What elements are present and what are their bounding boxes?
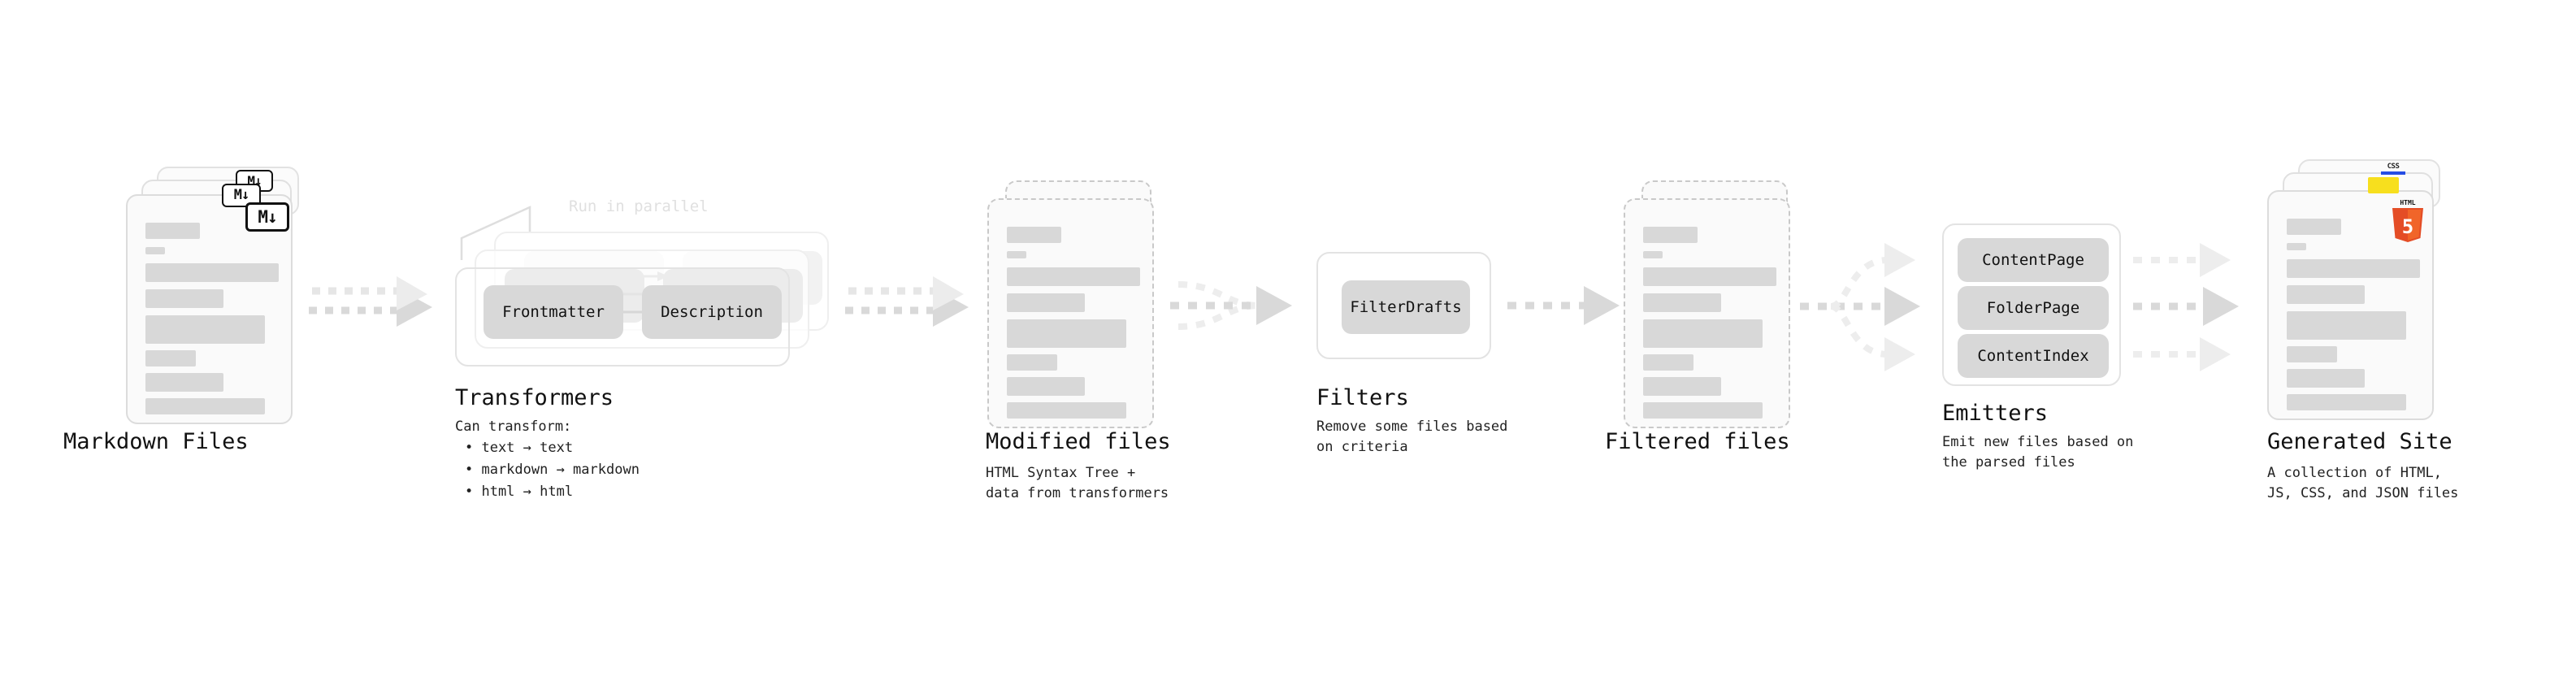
svg-text:5: 5 bbox=[2402, 215, 2413, 238]
doc-line bbox=[1643, 319, 1763, 348]
doc-line bbox=[1643, 293, 1721, 312]
filters-group: FilterDrafts bbox=[1316, 252, 1491, 359]
transformers-bullet-2: • html → html bbox=[465, 484, 574, 500]
doc-line bbox=[145, 398, 265, 414]
doc-line bbox=[1007, 267, 1140, 286]
connector-filters-to-filtered bbox=[1507, 286, 1620, 325]
transformers-bullet-0: • text → text bbox=[465, 440, 574, 456]
doc-line bbox=[1007, 227, 1061, 243]
markdown-files-stack: M↓ M↓ M↓ bbox=[126, 167, 301, 427]
transformers-subtitle: Can transform: bbox=[455, 419, 572, 435]
doc-line bbox=[2287, 311, 2406, 340]
doc-line bbox=[1007, 319, 1126, 348]
filtered-sheet-front bbox=[1624, 198, 1790, 428]
doc-line bbox=[145, 350, 196, 367]
generated-site-subtitle: A collection of HTML, JS, CSS, and JSON … bbox=[2267, 465, 2459, 501]
doc-line bbox=[1007, 377, 1085, 396]
markdown-icon-back-1: M↓ bbox=[222, 184, 261, 207]
doc-line bbox=[2287, 369, 2365, 388]
markdown-files-title: Markdown Files bbox=[63, 429, 249, 454]
markdown-icon: M↓ bbox=[245, 202, 289, 232]
modified-files-subtitle: HTML Syntax Tree + data from transformer… bbox=[986, 465, 1169, 501]
doc-line bbox=[145, 315, 265, 344]
modified-files-stack bbox=[987, 180, 1162, 440]
emitter-chip-folderpage[interactable]: FolderPage bbox=[1958, 286, 2109, 330]
connector-filtered-to-emitters bbox=[1800, 243, 1920, 371]
markdown-sheet-front bbox=[126, 194, 293, 424]
doc-line bbox=[1643, 354, 1693, 371]
transformers-title: Transformers bbox=[455, 385, 614, 410]
modified-files-title: Modified files bbox=[986, 429, 1171, 454]
doc-line bbox=[1643, 377, 1721, 396]
doc-line bbox=[1643, 402, 1763, 419]
doc-line bbox=[1643, 251, 1663, 258]
doc-line bbox=[1643, 267, 1776, 286]
transformers-stack: Frontmatter Description bbox=[455, 232, 829, 370]
connector-emitters-to-site bbox=[2133, 243, 2239, 371]
emitters-title: Emitters bbox=[1942, 401, 2049, 426]
generated-site-title: Generated Site bbox=[2267, 429, 2452, 454]
filters-subtitle: Remove some files based on criteria bbox=[1316, 419, 1508, 455]
doc-line bbox=[145, 373, 223, 392]
css-icon-bar bbox=[2381, 171, 2405, 175]
doc-line bbox=[145, 223, 200, 239]
generated-site-stack: CSS HTML 5 bbox=[2267, 159, 2442, 427]
filtered-files-stack bbox=[1624, 180, 1798, 440]
run-in-parallel-label: Run in parallel bbox=[569, 197, 709, 215]
filter-chip-filterdrafts[interactable]: FilterDrafts bbox=[1342, 280, 1470, 334]
js-icon bbox=[2368, 177, 2399, 193]
emitters-group: ContentPage FolderPage ContentIndex bbox=[1942, 223, 2121, 386]
run-in-parallel-bracket bbox=[460, 206, 531, 260]
doc-line bbox=[2287, 259, 2420, 278]
doc-line bbox=[2287, 243, 2306, 250]
doc-line bbox=[1007, 354, 1057, 371]
transformer-chip-description[interactable]: Description bbox=[642, 285, 782, 339]
filters-title: Filters bbox=[1316, 385, 1409, 410]
transformers-bullet-1: • markdown → markdown bbox=[465, 462, 640, 478]
connector-modified-to-filters bbox=[1170, 281, 1292, 330]
emitter-chip-contentindex[interactable]: ContentIndex bbox=[1958, 334, 2109, 378]
doc-line bbox=[2287, 394, 2406, 410]
emitters-subtitle: Emit new files based on the parsed files bbox=[1942, 434, 2134, 471]
connector-markdown-to-transformers bbox=[309, 276, 432, 327]
transformer-group-front bbox=[455, 267, 790, 367]
filtered-files-title: Filtered files bbox=[1605, 429, 1790, 454]
doc-line bbox=[1007, 402, 1126, 419]
svg-text:HTML: HTML bbox=[2400, 199, 2415, 206]
doc-line bbox=[2287, 346, 2337, 362]
doc-line bbox=[145, 289, 223, 308]
doc-line bbox=[2287, 285, 2365, 304]
transformer-chip-frontmatter[interactable]: Frontmatter bbox=[484, 285, 623, 339]
doc-line bbox=[1643, 227, 1698, 243]
emitter-chip-contentpage[interactable]: ContentPage bbox=[1958, 238, 2109, 282]
css-icon: CSS bbox=[2381, 163, 2405, 175]
doc-line bbox=[145, 247, 165, 254]
doc-line bbox=[2287, 219, 2341, 235]
connector-transformers-to-modified bbox=[845, 276, 969, 327]
modified-sheet-front bbox=[987, 198, 1154, 428]
html5-icon: HTML 5 bbox=[2392, 199, 2423, 242]
css-icon-label: CSS bbox=[2387, 163, 2400, 171]
doc-line bbox=[1007, 293, 1085, 312]
doc-line bbox=[1007, 251, 1026, 258]
doc-line bbox=[145, 263, 279, 282]
